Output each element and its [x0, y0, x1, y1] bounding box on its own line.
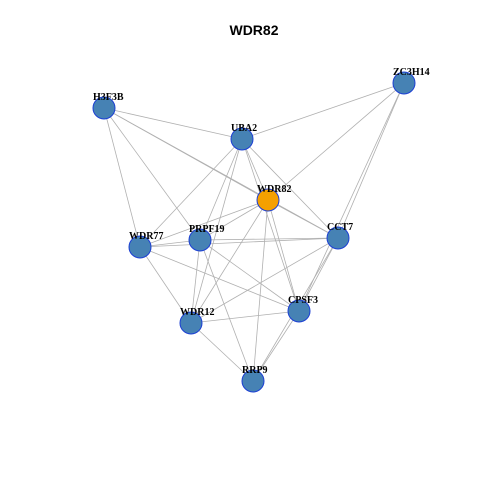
node-cct7: CCT7: [326, 222, 353, 250]
node-label: CPSF3: [288, 295, 318, 306]
edge-wdr12-rrp9: [190, 322, 254, 382]
edge-uba2-wdr77: [139, 138, 243, 248]
node-label: PRPF19: [189, 224, 225, 235]
edge-h3f3b-prpf19: [103, 107, 201, 241]
edge-wdr82-rrp9: [252, 199, 269, 382]
node-label: WDR82: [257, 184, 291, 195]
edge-h3f3b-wdr77: [103, 107, 141, 248]
edge-uba2-prpf19: [199, 138, 243, 241]
edge-uba2-cpsf3: [241, 138, 300, 312]
node-circle: [128, 235, 152, 259]
edge-wdr82-cct7: [267, 199, 339, 239]
edge-wdr77-cct7: [139, 237, 339, 248]
edge-cpsf3-wdr12: [190, 310, 300, 324]
node-label: RRP9: [242, 365, 268, 376]
edge-zc3h14-uba2: [241, 82, 405, 140]
edge-cct7-wdr12: [190, 237, 339, 324]
edge-cct7-cpsf3: [298, 237, 339, 312]
node-h3f3b: H3F3B: [92, 92, 124, 120]
edge-prpf19-rrp9: [199, 239, 254, 382]
node-label: CCT7: [327, 222, 353, 233]
node-circle: [188, 228, 212, 252]
node-uba2: UBA2: [230, 123, 257, 151]
edge-wdr77-wdr12: [139, 246, 192, 324]
edge-zc3h14-cpsf3: [298, 82, 405, 312]
node-label: WDR12: [180, 307, 214, 318]
edge-h3f3b-uba2: [103, 107, 243, 140]
edge-wdr77-cpsf3: [139, 246, 300, 312]
node-circle: [326, 226, 350, 250]
node-rrp9: RRP9: [241, 365, 268, 393]
node-circle: [230, 127, 254, 151]
node-label: ZC3H14: [393, 67, 430, 78]
edge-uba2-wdr12: [190, 138, 243, 324]
edge-wdr82-cpsf3: [267, 199, 300, 312]
node-prpf19: PRPF19: [188, 224, 225, 252]
node-wdr77: WDR77: [128, 231, 163, 259]
edge-h3f3b-cct7: [103, 107, 339, 239]
node-label: WDR77: [129, 231, 163, 242]
node-circle: [392, 71, 416, 95]
node-label: H3F3B: [93, 92, 124, 103]
edge-zc3h14-wdr82: [267, 82, 405, 201]
node-label: UBA2: [231, 123, 257, 134]
node-circle: [92, 96, 116, 120]
diagram-title: WDR82: [229, 22, 278, 38]
node-circle: [287, 299, 311, 323]
node-wdr12: WDR12: [179, 307, 214, 335]
node-circle: [256, 188, 280, 212]
edge-prpf19-cct7: [199, 237, 339, 241]
edge-wdr82-wdr77: [139, 199, 269, 248]
edge-cpsf3-rrp9: [252, 310, 300, 382]
node-circle: [241, 369, 265, 393]
edge-uba2-cct7: [241, 138, 339, 239]
node-zc3h14: ZC3H14: [392, 67, 430, 95]
edge-wdr82-prpf19: [199, 199, 269, 241]
node-cpsf3: CPSF3: [287, 295, 318, 323]
edge-zc3h14-cct7: [337, 82, 405, 239]
node-wdr82: WDR82: [256, 184, 291, 212]
edge-prpf19-wdr12: [190, 239, 201, 324]
edge-prpf19-cpsf3: [199, 239, 300, 312]
edges-layer: [103, 82, 405, 382]
node-circle: [179, 311, 203, 335]
